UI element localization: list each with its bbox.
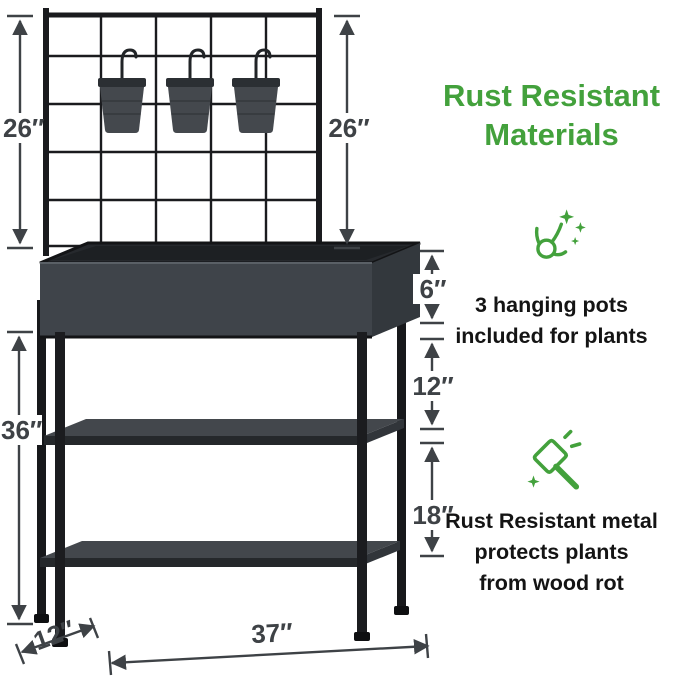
feature-text-rust: Rust Resistant metal protects plants fro… bbox=[445, 509, 658, 595]
front-legs bbox=[52, 332, 370, 647]
dimension-label-shelf-to-shelf: 18″ bbox=[408, 500, 458, 530]
dimension-label-trellis-right: 26″ bbox=[327, 113, 371, 143]
dimension-label-planter-to-shelf: 12″ bbox=[408, 371, 458, 401]
snap-sparkle-icon bbox=[522, 203, 590, 271]
planter-box bbox=[39, 241, 421, 339]
shelf-lower bbox=[40, 541, 400, 567]
dimension-label-overall-width: 37″ bbox=[250, 616, 294, 650]
back-legs bbox=[34, 300, 409, 623]
feature-text-pots: 3 hanging pots included for plants bbox=[455, 293, 648, 348]
hammer-icon bbox=[520, 426, 592, 498]
dimension-label-planter-depth: 6″ bbox=[413, 274, 453, 304]
shelf-upper bbox=[44, 419, 404, 445]
hanging-pots bbox=[96, 48, 282, 135]
dimension-label-base-height: 36″ bbox=[0, 415, 43, 445]
feature-heading: Rust Resistant Materials bbox=[442, 78, 661, 152]
dimension-label-trellis-left: 26″ bbox=[2, 113, 45, 143]
dimension-arrows bbox=[7, 14, 444, 676]
